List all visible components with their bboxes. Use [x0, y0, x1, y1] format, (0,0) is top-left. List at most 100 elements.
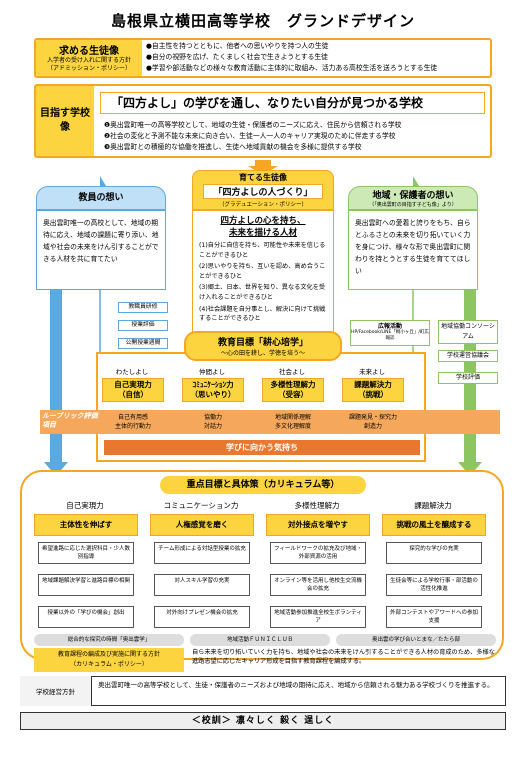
admission-label: 求める生徒像 入学者の受け入れに関する方針 （アドミッション・ポリシー）: [36, 40, 142, 76]
vision-items: ❶奥出雲町唯一の高等学校として、地域の生徒・保護者のニーズに応え、住民から信頼さ…: [104, 120, 486, 153]
curriculum-item: 対人スキル学習の充実: [154, 574, 250, 596]
pr-box: 広報活動 HP/Facebook/LINE「桐小ヶ丘」/町広報誌: [350, 320, 430, 346]
goal-item-diversity: 多様性理解力 （受容）: [262, 378, 324, 402]
community-heading: 地域・保護者の想い: [372, 191, 454, 201]
rubric-line: 創造力: [363, 423, 382, 430]
curriculum-col-title: 自己実現力: [66, 501, 104, 510]
green-arrowhead: [458, 462, 482, 476]
goal-label: わたしよし: [115, 368, 149, 376]
teacher-link-box: 公開授業週間: [118, 338, 168, 349]
blue-arrowhead: [44, 462, 68, 476]
goal-item-sub: （受容）: [278, 390, 308, 399]
curriculum-item: 希望進路に応じた選択科目・少人数別指導: [38, 542, 134, 564]
strategy-box: 人権感覚を磨く: [150, 514, 254, 536]
community-text: 奥出雲町への愛着と誇りをもち、自らとふるさとの未来を切り拓いていく力を身につけ、…: [348, 210, 478, 290]
rubric-item: 課題発見・探究力 創造力: [338, 413, 408, 431]
goal-label: 社会よし: [279, 368, 305, 376]
rubric-item: 地域関係理解 多文化理解度: [258, 413, 328, 431]
curriculum-item: 地域課題解決学習と進路目標の相関: [38, 574, 134, 596]
admission-item: ●自分の視野を広げ、たくましく社会で生きようとする生徒: [146, 53, 328, 61]
pr-title: 広報活動: [377, 323, 402, 330]
down-arrow: [248, 160, 278, 175]
curriculum-policy-label2: （カリキュラム・ポリシー）: [70, 661, 148, 668]
curriculum-col-title: コミュニケーション力: [163, 501, 239, 510]
admission-item: ●自主性を持つとともに、他者への思いやりを持つ人の生徒: [146, 42, 329, 50]
curriculum-policy-text: 自ら未来を切り拓いていく力を持ち、地域や社会の未来をけん引することができる人材の…: [192, 649, 495, 665]
school-eval-box: 学校評価: [438, 372, 498, 384]
pr-sub: HP/Facebook/LINE「桐小ヶ丘」/町広報誌: [351, 330, 429, 341]
vision-item: ❸奥出雲町との積極的な協働を推進し、生徒へ地域貢献の機会を多様に提供する学校: [104, 143, 362, 151]
admission-sub2: （アドミッション・ポリシー）: [46, 65, 131, 72]
mission-text: 奥出雲町唯一の高等学校として、生徒・保護者のニーズおよび地域の期待に応え、地域か…: [98, 681, 494, 689]
graduate-h2: 「四方よしの人づくり」: [203, 184, 323, 199]
activity-bar: 地域活動ＦＵＮＩＣＬＵＢ: [190, 634, 330, 646]
blue-shaft: [50, 290, 62, 465]
curriculum-box: [20, 470, 504, 660]
curriculum-item: 生徒会等による学校行事・部活動の活性化推進: [386, 574, 482, 596]
vision-item: ❶奥出雲町唯一の高等学校として、地域の生徒・保護者のニーズに応え、住民から信頼さ…: [104, 121, 402, 129]
rubric-line: 地域関係理解: [274, 414, 311, 421]
graduate-item: (1)自分に自信を持ち、可能性や未来を信じることができるひと: [199, 242, 326, 259]
goal-item-name: 課題解決力: [354, 380, 392, 389]
community-sub: （「奥出雲町の目指す子ども像」より）: [369, 202, 457, 208]
graduate-item: (4)社会課題を自分事とし、解決に向けて挑戦することができるひと: [199, 305, 326, 323]
curriculum-heading: 重点目標と具体策（カリキュラム等）: [160, 476, 366, 494]
rubric-band: [40, 410, 500, 434]
goal-item-name: 自己実現力: [114, 380, 152, 389]
vision-box: [34, 84, 492, 158]
school-motto: ＜校訓＞ 凛々しく 毅く 逞しく: [20, 712, 506, 730]
admission-item: ●学習や部活動などの様々な教育活動に主体的に取組み、活力ある高校生活を送ろうとす…: [146, 64, 438, 72]
community-heading-box: 地域・保護者の想い （「奥出雲町の目指す子ども像」より）: [348, 186, 478, 210]
goal-item-problem-solving: 課題解決力 （挑戦）: [342, 378, 404, 402]
vision-main: 「四方よし」の学びを通し、なりたい自分が見つかる学校: [100, 92, 485, 114]
vision-item: ❷社会の変化と予測不能な未来に向き合い、生徒一人一人のキャリア実現のために伴走す…: [104, 132, 396, 140]
strategy-box: 対外接点を増やす: [266, 514, 370, 536]
graduate-heading-box: 育てる生徒像 「四方よしの人づくり」 （グラデュエーション・ポリシー）: [192, 170, 334, 210]
activity-bar: 奥出雲の学び合いとまな／たたら部: [336, 634, 496, 646]
goal-item-sub: （挑戦）: [358, 390, 388, 399]
goal-item-name: 多様性理解力: [270, 380, 316, 389]
goal-item-self: 自己実現力 （自信）: [102, 378, 164, 402]
rubric-line: 自己有用感: [117, 414, 148, 421]
curriculum-item: チーム形成による対話型授業の拡充: [154, 542, 250, 564]
teachers-text: 奥出雲町唯一の高校として、地域の期待に応え、地域の課題に寄り添い、地域や社会の未…: [36, 210, 166, 290]
curriculum-col-title: 多様性理解力: [294, 501, 340, 510]
goal-label: 仲間よし: [199, 368, 225, 376]
teacher-link-box: 教職員研修: [118, 302, 168, 313]
strategy-box: 主体性を伸ばす: [34, 514, 138, 536]
vision-label: 目指す学校像: [36, 86, 94, 156]
graduate-t2: 未来を描ける人材: [228, 228, 297, 238]
teachers-heading: 教員の想い: [36, 186, 166, 210]
council-box: 学校運営協議会: [438, 350, 498, 362]
curriculum-policy-label1: 教育課程の編成及び実施に関する方針: [57, 651, 160, 658]
rubric-line: 多文化理解度: [274, 423, 311, 430]
activity-bar: 総合的な探究の時間「奥出雲学」: [34, 634, 184, 646]
strategy-box: 挑戦の風土を醸成する: [382, 514, 486, 536]
goals-sub: ～心の田を耕し、学徳を培う～: [220, 350, 305, 357]
mission-label: 学校経営方針: [20, 676, 92, 706]
rubric-label: ルーブリック評価項目: [42, 412, 98, 429]
up-arrow-blue: [94, 176, 106, 186]
goal-item-sub: （自信）: [118, 390, 148, 399]
page-title: 島根県立横田高等学校 グランドデザイン: [110, 12, 415, 30]
teacher-link-box: 授業評価: [118, 320, 168, 331]
goals-heading-box: 教育目標「耕心培学」 ～心の田を耕し、学徳を培う～: [184, 331, 342, 361]
curriculum-item: オンライン等を活用し他校生交流機会の拡充: [270, 574, 366, 596]
rubric-line: 対話力: [203, 423, 222, 430]
goal-item-communication: ｺﾐｭﾆｹｰｼｮﾝ力 （思いやり）: [182, 378, 244, 402]
curriculum-item: 地域活動参加推進全校生ボランティア: [270, 606, 366, 628]
graduate-body: 四方よしの心を持ち、 未来を描ける人材 (1)自分に自信を持ち、可能性や未来を信…: [192, 210, 334, 336]
curriculum-item: 外部コンテストやアワードへの参加支援: [386, 606, 482, 628]
rubric-line: 課題発見・探究力: [348, 414, 397, 421]
up-arrow-green: [407, 176, 419, 186]
curriculum-item: 授業以外の「学びの機会」創出: [38, 606, 134, 628]
graduate-t1: 四方よしの心を持ち、: [220, 216, 306, 226]
learning-motivation-bar: 学びに向かう気持ち: [104, 440, 420, 455]
admission-items: ●自主性を持つとともに、他者への思いやりを持つ人の生徒 ●自分の視野を広げ、たく…: [146, 41, 490, 74]
rubric-line: 主体的行動力: [114, 423, 151, 430]
consortium-box: 地域協働コンソーシアム: [438, 320, 498, 344]
curriculum-col-title: 課題解決力: [414, 501, 452, 510]
admission-sub1: 入学者の受け入れに関する方針: [46, 57, 131, 64]
curriculum-item: 対外向けプレゼン機会の拡充: [154, 606, 250, 628]
graduate-item: (3)郷土、日本、世界を知り、異なる文化を受け入れることができるひと: [199, 284, 326, 301]
